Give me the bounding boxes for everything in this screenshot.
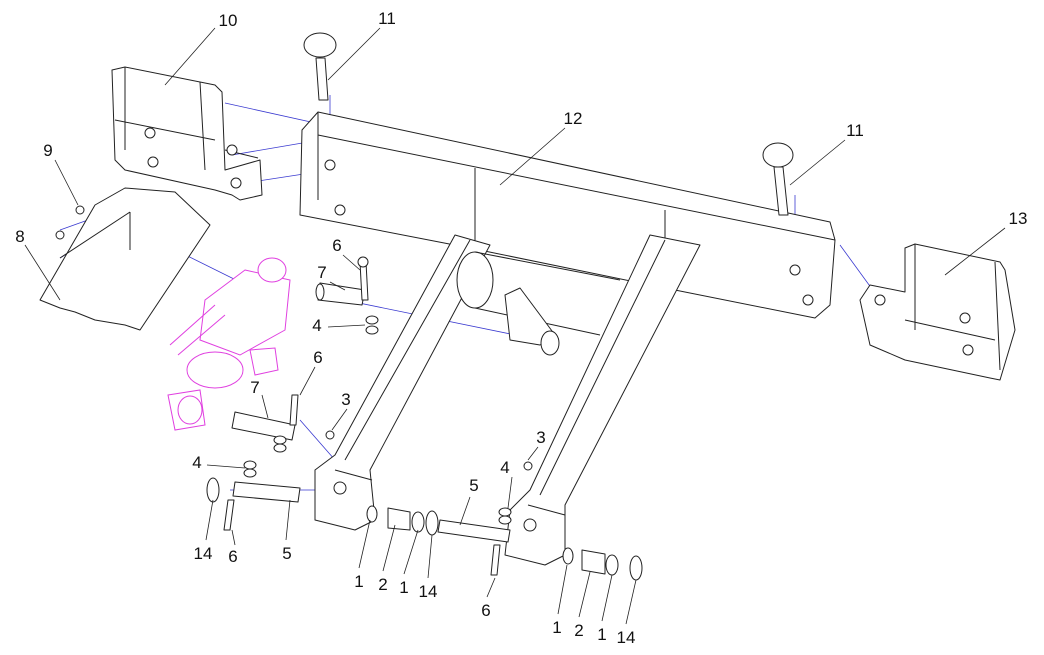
main-beam-12 [299,111,836,319]
callout-6b: 6 [313,348,322,367]
callout-1c: 1 [552,618,561,637]
callout-labels: 10 11 12 11 13 9 8 6 7 4 6 7 3 4 3 4 5 1… [15,9,1027,647]
callout-3: 3 [341,390,350,409]
callout-9: 9 [43,141,52,160]
callout-10: 10 [219,11,238,30]
callout-1d: 1 [597,625,606,644]
callout-8: 8 [15,227,24,246]
callout-11b: 11 [846,121,864,140]
arm-left [314,234,491,531]
hydraulic-cylinder [167,257,291,431]
callout-4: 4 [312,316,321,335]
guard-plate-8 [39,187,211,331]
callout-1: 1 [354,572,363,591]
callout-7b: 7 [250,378,259,397]
bracket-10 [111,66,263,201]
leader-lines [24,27,1006,625]
callout-6: 6 [332,236,341,255]
small-parts [55,205,643,581]
callout-7: 7 [317,263,326,282]
arm-right [504,234,701,566]
callout-4b: 4 [192,453,201,472]
callout-2: 2 [378,575,387,594]
callout-13: 13 [1009,209,1028,228]
callout-6d: 6 [481,601,490,620]
callout-4c: 4 [500,458,509,477]
callout-2b: 2 [574,621,583,640]
callout-14: 14 [194,544,213,563]
callout-14b: 14 [419,582,438,601]
callout-6c: 6 [228,547,237,566]
lock-pins-11 [303,32,794,216]
bracket-13 [859,243,1016,381]
callout-11: 11 [378,9,396,28]
callout-14c: 14 [617,628,636,647]
callout-3b: 3 [536,428,545,447]
callout-12: 12 [564,109,583,128]
callout-5: 5 [469,476,478,495]
cross-tube [456,251,621,356]
callout-1b: 1 [399,578,408,597]
callout-5b: 5 [282,544,291,563]
